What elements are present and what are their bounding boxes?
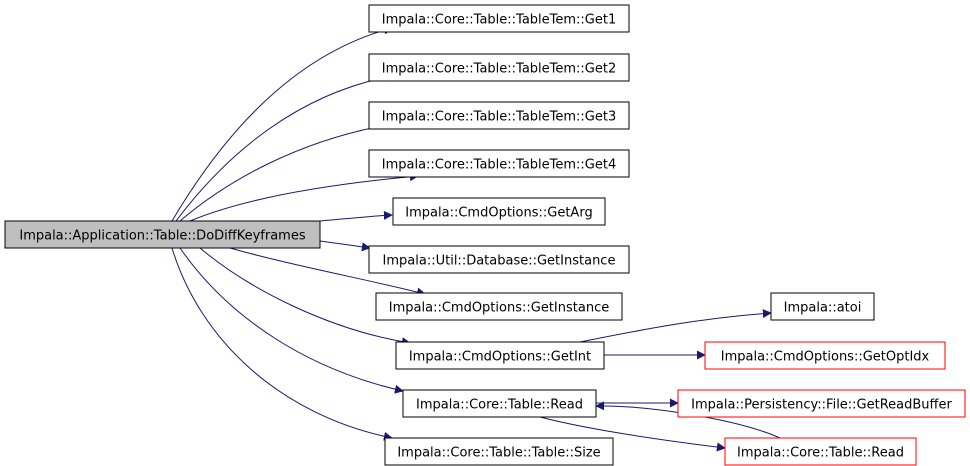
node-label: Impala::CmdOptions::GetOptIdx (721, 350, 930, 365)
node-box (704, 341, 946, 370)
node-box (368, 101, 630, 130)
node-box (395, 341, 605, 370)
edge-root-to-get2 (175, 73, 393, 222)
node-box (770, 292, 875, 321)
node-read2[interactable]: Impala::Core::Table::Read (724, 437, 917, 466)
node-label: Impala::Core::Table::TableTem::Get1 (382, 13, 617, 28)
node-get1[interactable]: Impala::Core::Table::TableTem::Get1 (368, 4, 630, 33)
node-label: Impala::CmdOptions::GetInstance (389, 301, 609, 316)
node-label: Impala::CmdOptions::GetInt (409, 350, 591, 365)
node-label: Impala::Application::Table::DoDiffKeyfra… (19, 229, 305, 244)
edge-read-to-read2 (539, 416, 726, 452)
edge-getint-to-atoi (579, 309, 772, 343)
node-label: Impala::atoi (784, 301, 862, 316)
node-label: Impala::CmdOptions::GetArg (405, 206, 592, 221)
node-box (384, 437, 614, 466)
node-box (368, 4, 630, 33)
edge-root-to-get4 (189, 172, 419, 222)
node-box (368, 149, 630, 178)
node-label: Impala::Core::Table::TableTem::Get4 (382, 158, 617, 173)
node-dbinst[interactable]: Impala::Util::Database::GetInstance (368, 245, 630, 274)
node-getoptidx[interactable]: Impala::CmdOptions::GetOptIdx (704, 341, 946, 370)
node-label: Impala::Core::Table::Read (737, 446, 904, 461)
edge-root-to-cmdinst (229, 247, 426, 297)
edge-root-to-getarg (319, 210, 393, 222)
node-readbuf[interactable]: Impala::Persistency::File::GetReadBuffer (677, 389, 966, 418)
nodes-layer: Impala::Application::Table::DoDiffKeyfra… (4, 4, 966, 466)
node-box (392, 197, 606, 226)
node-atoi[interactable]: Impala::atoi (770, 292, 875, 321)
node-label: Impala::Util::Database::GetInstance (383, 254, 616, 269)
node-box (677, 389, 966, 418)
node-label: Impala::Core::Table::TableTem::Get3 (382, 110, 617, 125)
edges-layer (171, 25, 781, 452)
edge-root-to-get3 (179, 120, 393, 222)
node-read[interactable]: Impala::Core::Table::Read (402, 389, 597, 418)
node-box (724, 437, 917, 466)
node-get4[interactable]: Impala::Core::Table::TableTem::Get4 (368, 149, 630, 178)
node-label: Impala::Core::Table::Read (416, 398, 583, 413)
node-size[interactable]: Impala::Core::Table::Table::Size (384, 437, 614, 466)
node-getint[interactable]: Impala::CmdOptions::GetInt (395, 341, 605, 370)
node-label: Impala::Core::Table::Table::Size (397, 446, 600, 461)
node-root: Impala::Application::Table::DoDiffKeyfra… (4, 220, 321, 249)
node-box (368, 245, 630, 274)
edge-root-to-read (179, 247, 404, 394)
edge-root-to-size (171, 247, 393, 441)
node-get2[interactable]: Impala::Core::Table::TableTem::Get2 (368, 53, 630, 82)
edge-root-to-dbinst (319, 240, 371, 252)
edge-root-to-get1 (171, 25, 393, 222)
edge-root-to-getint (199, 247, 411, 347)
node-box (368, 53, 630, 82)
node-getarg[interactable]: Impala::CmdOptions::GetArg (392, 197, 606, 226)
node-label: Impala::Core::Table::TableTem::Get2 (382, 62, 617, 77)
node-box (4, 220, 321, 249)
node-box (375, 292, 623, 321)
node-label: Impala::Persistency::File::GetReadBuffer (691, 398, 952, 413)
node-cmdinst[interactable]: Impala::CmdOptions::GetInstance (375, 292, 623, 321)
node-get3[interactable]: Impala::Core::Table::TableTem::Get3 (368, 101, 630, 130)
node-box (402, 389, 597, 418)
